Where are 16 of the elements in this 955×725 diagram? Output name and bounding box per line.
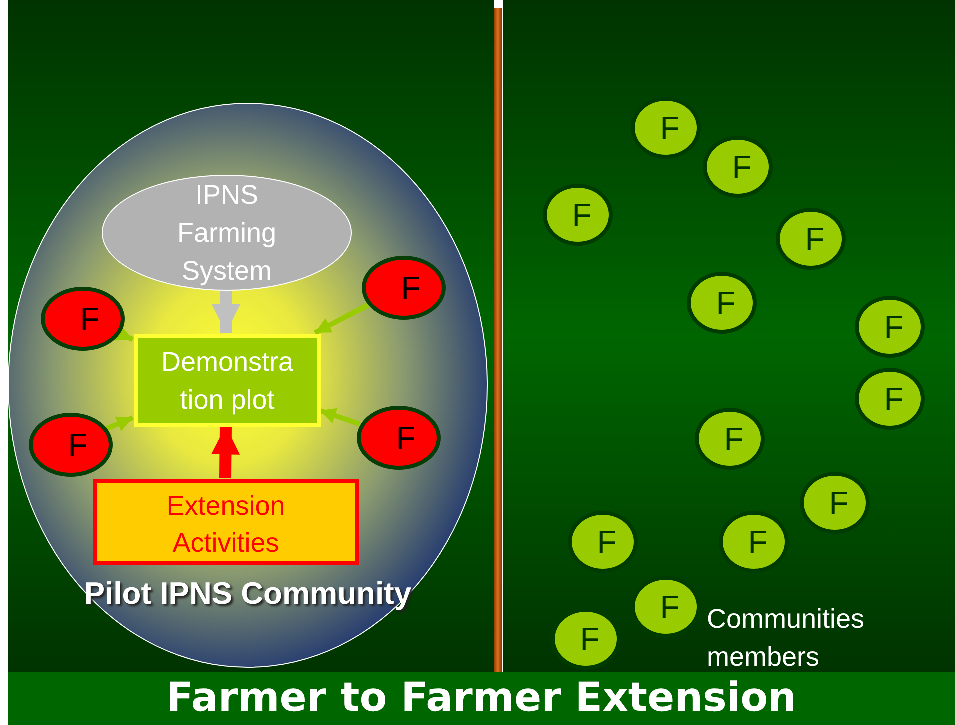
arrow	[106, 416, 134, 432]
arrow	[314, 302, 370, 336]
arrow	[212, 290, 241, 334]
arrow	[115, 326, 134, 342]
farmer-circle: F	[357, 406, 441, 470]
caption-text: Communities members	[707, 603, 866, 674]
title-banner: Farmer to Farmer Extension	[8, 672, 955, 725]
arrow	[211, 426, 240, 478]
farmer-circle: F	[41, 287, 125, 351]
demo-plot-box: Demonstra tion plot	[134, 334, 321, 427]
farmer-circle: F	[362, 256, 446, 320]
community-label: Pilot IPNS Community	[83, 575, 413, 613]
farmer-circle: F	[29, 413, 113, 477]
arrow	[319, 408, 360, 426]
input-ellipse: IPNS Farming System	[102, 175, 352, 291]
activity-box: Extension Activities	[93, 479, 359, 565]
